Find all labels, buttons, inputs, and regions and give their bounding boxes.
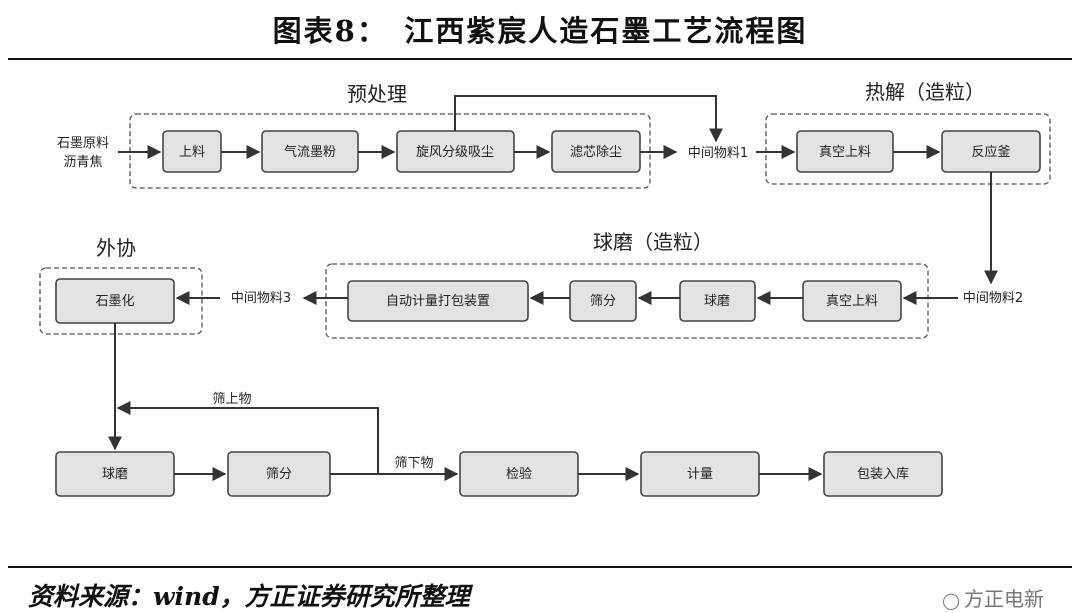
mid-material-1-label: 中间物料1 bbox=[688, 146, 748, 161]
node-sieve1-label: 筛分 bbox=[590, 294, 616, 309]
node-vacload2 bbox=[802, 280, 902, 322]
input-label-raw1: 石墨原料 bbox=[57, 136, 109, 151]
watermark-text: 方正电新 bbox=[964, 587, 1044, 611]
wechat-icon: ◯ bbox=[942, 591, 960, 610]
node-vacload1-label: 真空上料 bbox=[819, 145, 871, 160]
group-outsource-container bbox=[39, 267, 203, 335]
oversize-label: 筛上物 bbox=[212, 392, 251, 407]
group-pyrolysis-container bbox=[765, 113, 1051, 185]
mid-material-3-label: 中间物料3 bbox=[231, 291, 291, 306]
arrow-cyclone-to-mid1 bbox=[454, 95, 723, 143]
arrow-oversize-recycle bbox=[116, 401, 379, 474]
source-note: 资料来源：wind，方正证券研究所整理 bbox=[28, 582, 470, 611]
group-ballmill-container bbox=[325, 263, 929, 339]
node-sieve1 bbox=[569, 280, 637, 322]
group-label-preprocess: 预处理 bbox=[347, 82, 407, 106]
node-vacload2-label: 真空上料 bbox=[826, 294, 878, 309]
node-graphitize-label: 石墨化 bbox=[95, 294, 134, 309]
node-store-label: 包装入库 bbox=[857, 466, 909, 482]
group-label-ballmill: 球磨（造粒） bbox=[593, 230, 713, 254]
node-load-label: 上料 bbox=[179, 145, 205, 160]
node-ballmill1-label: 球磨 bbox=[704, 294, 730, 309]
title-divider bbox=[8, 58, 1072, 60]
undersize-label: 筛下物 bbox=[394, 456, 433, 471]
mid-material-2-label: 中间物料2 bbox=[963, 291, 1023, 306]
group-label-pyrolysis: 热解（造粒） bbox=[865, 80, 985, 104]
watermark: ◯方正电新 bbox=[942, 583, 1044, 612]
node-inspect-label: 检验 bbox=[506, 466, 532, 482]
footer-divider bbox=[8, 566, 1072, 568]
group-label-outsource: 外协 bbox=[96, 236, 136, 260]
node-store bbox=[823, 451, 943, 497]
node-ballmill1 bbox=[679, 280, 756, 322]
node-reactor-label: 反应釜 bbox=[971, 144, 1010, 160]
node-measure-label: 计量 bbox=[687, 467, 713, 482]
page-title: 图表8： 江西紫宸人造石墨工艺流程图 bbox=[272, 14, 808, 48]
node-cyclone-label: 旋风分级吸尘 bbox=[416, 145, 494, 160]
node-jetmill-label: 气流墨粉 bbox=[284, 144, 336, 160]
input-label-raw2: 沥青焦 bbox=[63, 155, 102, 170]
node-sieve2-label: 筛分 bbox=[266, 467, 292, 482]
node-pack1-label: 自动计量打包装置 bbox=[386, 294, 490, 309]
node-pack1 bbox=[347, 280, 529, 322]
node-ballmill2-label: 球磨 bbox=[102, 467, 128, 482]
node-filter-label: 滤芯除尘 bbox=[570, 145, 622, 160]
